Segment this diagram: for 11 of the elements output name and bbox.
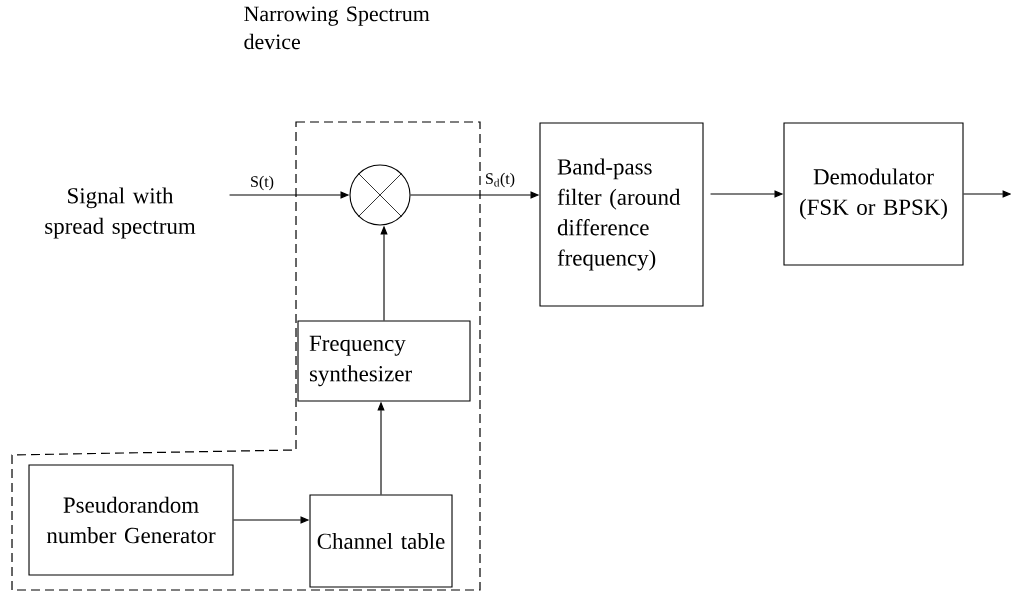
synthesizer-box: Frequency synthesizer	[297, 320, 471, 402]
arrow	[963, 190, 1011, 198]
generator-box: Pseudorandom number Generator	[28, 464, 234, 576]
signal-label: S(t)	[249, 174, 275, 192]
mixer-symbol	[349, 164, 411, 226]
demodulator-box: Demodulator (FSK or BPSK)	[783, 122, 964, 266]
filter-box: Band-pass filter (around difference frequency)	[539, 122, 704, 307]
input-label: Signal with spread spectrum	[45, 187, 196, 239]
signal-label: S$_{d}$(t)	[484, 171, 516, 189]
table-box: Channel table	[309, 494, 453, 588]
group-heading: Narrowing Spectrum device	[244, 6, 430, 50]
